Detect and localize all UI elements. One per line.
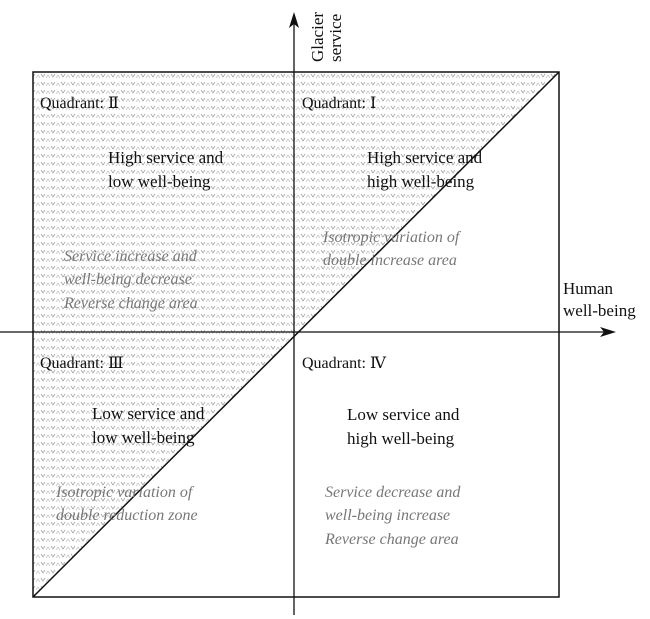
quadrant-4-title: Quadrant: Ⅳ: [302, 355, 387, 372]
quadrant-3-note: Isotropic variation of double reduction …: [55, 484, 198, 524]
y-axis-label: Glacier service: [308, 8, 345, 62]
quadrant-3-description: Low service and low well-being: [92, 404, 209, 447]
quadrant-4-note: Service decrease and well-being increase…: [324, 484, 464, 548]
quadrant-2-note: Service increase and well-being decrease…: [63, 248, 201, 312]
diagonal-line: [32, 71, 560, 598]
y-axis-arrow: [289, 12, 299, 28]
quadrant-3-title: Quadrant: Ⅲ: [40, 355, 123, 372]
x-axis-label: Human well-being: [563, 279, 636, 320]
quadrant-1-note: Isotropic variation of double increase a…: [322, 229, 463, 269]
quadrant-1-description: High service and high well-being: [367, 148, 486, 191]
quadrant-2-title: Quadrant: Ⅱ: [40, 95, 119, 112]
quadrant-2-description: High service and low well-being: [108, 148, 227, 191]
x-axis-arrow: [600, 327, 616, 337]
quadrant-frame: [32, 71, 560, 598]
quadrant-1-title: Quadrant: Ⅰ: [302, 95, 376, 112]
quadrant-4-description: Low service and high well-being: [347, 405, 464, 448]
